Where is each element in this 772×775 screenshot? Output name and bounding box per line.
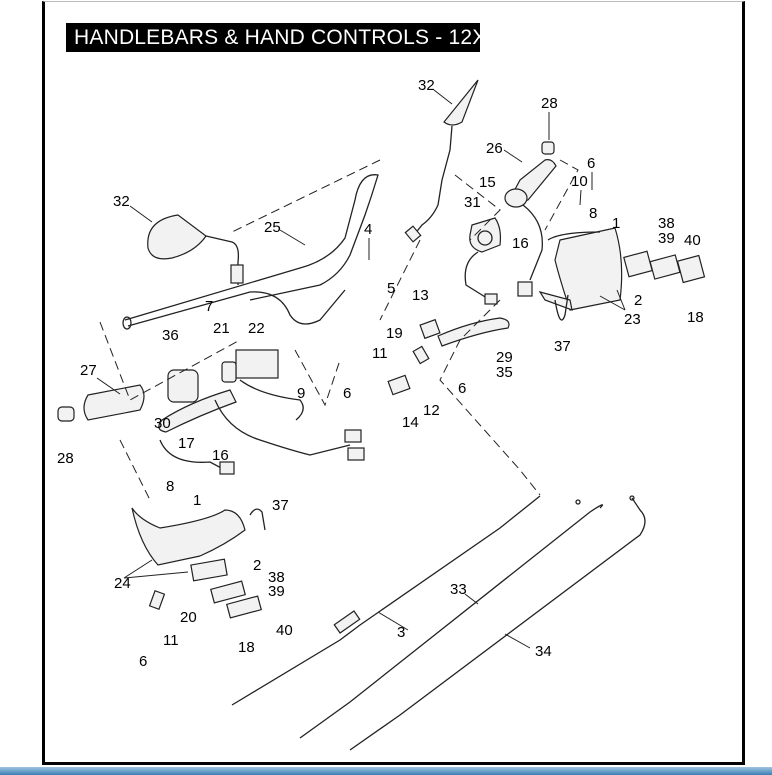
mirror-right-part-32: [404, 79, 479, 243]
lever-right-part-29: [387, 317, 510, 396]
callout-39: 39: [268, 583, 285, 600]
assembly-line: [294, 349, 341, 407]
callout-labels: 32 28 26 6 10 15 31 8 1 38 39 40 16 2 18…: [57, 77, 704, 670]
callout-36: 36: [162, 327, 179, 344]
window-bottom-bar: [0, 767, 772, 775]
callout-2: 2: [253, 557, 261, 574]
callout-25: 25: [264, 219, 281, 236]
callout-40: 40: [684, 232, 701, 249]
callout-33: 33: [450, 581, 467, 598]
cable-part-33: [299, 499, 604, 739]
assembly-line: [119, 439, 151, 501]
diagram-title: HANDLEBARS & HAND CONTROLS - 12XP: [66, 23, 501, 52]
callout-5: 5: [387, 280, 395, 297]
callout-15: 15: [479, 174, 496, 191]
cable-part-34: [349, 495, 646, 751]
assembly-line: [439, 299, 541, 496]
switch-housing-right-part-31: [464, 204, 544, 305]
wiring-harness: [159, 399, 365, 475]
handlebar-part-25: [122, 174, 379, 330]
callout-9: 9: [297, 385, 305, 402]
callout-3: 3: [397, 624, 405, 641]
callout-11: 11: [163, 632, 179, 649]
callout-18: 18: [238, 639, 255, 656]
callout-11: 11: [372, 345, 388, 362]
callout-34: 34: [535, 643, 552, 660]
callout-17: 17: [178, 435, 195, 452]
callout-1: 1: [193, 492, 201, 509]
callout-27: 27: [80, 362, 97, 379]
callout-37: 37: [554, 338, 571, 355]
callout-22: 22: [248, 320, 265, 337]
bracket-right-part-23: [538, 227, 706, 321]
callout-29: 29: [496, 349, 513, 366]
callout-30: 30: [154, 415, 171, 432]
switch-housing-left-part-30: [57, 369, 199, 422]
callout-8: 8: [166, 478, 174, 495]
mirror-left-part-32: [147, 214, 244, 285]
callout-32: 32: [113, 193, 130, 210]
assembly-line: [379, 239, 421, 321]
callout-16: 16: [512, 235, 529, 252]
bracket-left-part-24: [131, 507, 266, 619]
callout-7: 7: [205, 298, 213, 315]
callout-8: 8: [589, 205, 597, 222]
callout-6: 6: [458, 380, 466, 397]
callout-14: 14: [402, 414, 419, 431]
callout-26: 26: [486, 140, 503, 157]
assembly-line: [544, 159, 579, 231]
callout-39: 39: [658, 230, 675, 247]
cable-part-3: [231, 495, 541, 706]
assembly-line: [454, 174, 501, 241]
callout-24: 24: [114, 575, 131, 592]
callout-21: 21: [213, 320, 230, 337]
callout-28: 28: [541, 95, 558, 112]
callout-2: 2: [634, 292, 642, 309]
callout-37: 37: [272, 497, 289, 514]
callout-20: 20: [180, 609, 197, 626]
assembly-line: [231, 159, 381, 233]
callout-35: 35: [496, 364, 513, 381]
callout-31: 31: [464, 194, 481, 211]
callout-6: 6: [343, 385, 351, 402]
callout-13: 13: [412, 287, 429, 304]
callout-1: 1: [612, 215, 620, 232]
callout-38: 38: [658, 215, 675, 232]
callout-12: 12: [423, 402, 440, 419]
callout-40: 40: [276, 622, 293, 639]
callout-23: 23: [624, 311, 641, 328]
callout-16: 16: [212, 447, 229, 464]
callout-28: 28: [57, 450, 74, 467]
master-cylinder-part-22: [158, 349, 304, 433]
grip-right-part-26: [504, 141, 557, 208]
callout-38: 38: [268, 569, 285, 586]
callout-6: 6: [139, 653, 147, 670]
leader-lines: [96, 89, 626, 649]
callout-4: 4: [364, 221, 372, 238]
callout-10: 10: [571, 173, 588, 190]
callout-18: 18: [687, 309, 704, 326]
callout-6: 6: [587, 155, 595, 172]
callout-32: 32: [418, 77, 435, 94]
callout-19: 19: [386, 325, 403, 342]
